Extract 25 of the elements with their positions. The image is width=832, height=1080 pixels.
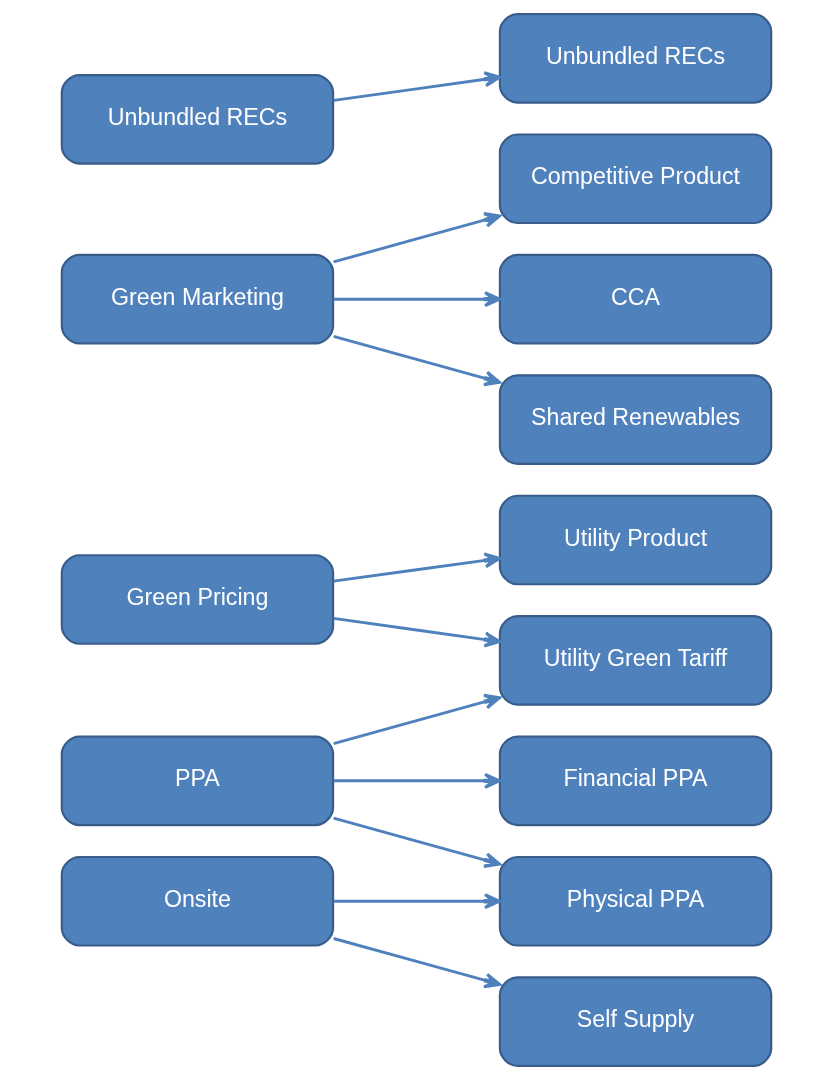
- node-box: CCA: [498, 253, 772, 345]
- node-box: Physical PPA: [498, 855, 772, 947]
- node-box: Onsite: [60, 855, 334, 947]
- arrow: [332, 335, 501, 387]
- node-box: Utility Product: [498, 494, 772, 586]
- node-box: Self Supply: [498, 976, 772, 1067]
- node-box: Competitive Product: [498, 133, 772, 225]
- node-box: Unbundled RECs: [60, 73, 334, 165]
- node-box: Utility Green Tariff: [498, 615, 772, 706]
- arrow: [332, 816, 501, 868]
- node-box: Green Pricing: [60, 554, 334, 645]
- node-box: Shared Renewables: [498, 374, 772, 465]
- arrow: [332, 693, 501, 745]
- arrow: [332, 616, 501, 648]
- arrow: [332, 71, 501, 102]
- arrow: [332, 212, 501, 264]
- node-box: Financial PPA: [498, 735, 772, 827]
- arrow: [332, 552, 501, 583]
- arrow: [332, 937, 501, 989]
- node-box: PPA: [60, 735, 334, 827]
- arrow: [333, 772, 501, 789]
- node-box: Unbundled RECs: [498, 13, 772, 104]
- node-box: Green Marketing: [60, 253, 334, 345]
- arrow: [333, 893, 501, 910]
- arrow: [333, 291, 501, 308]
